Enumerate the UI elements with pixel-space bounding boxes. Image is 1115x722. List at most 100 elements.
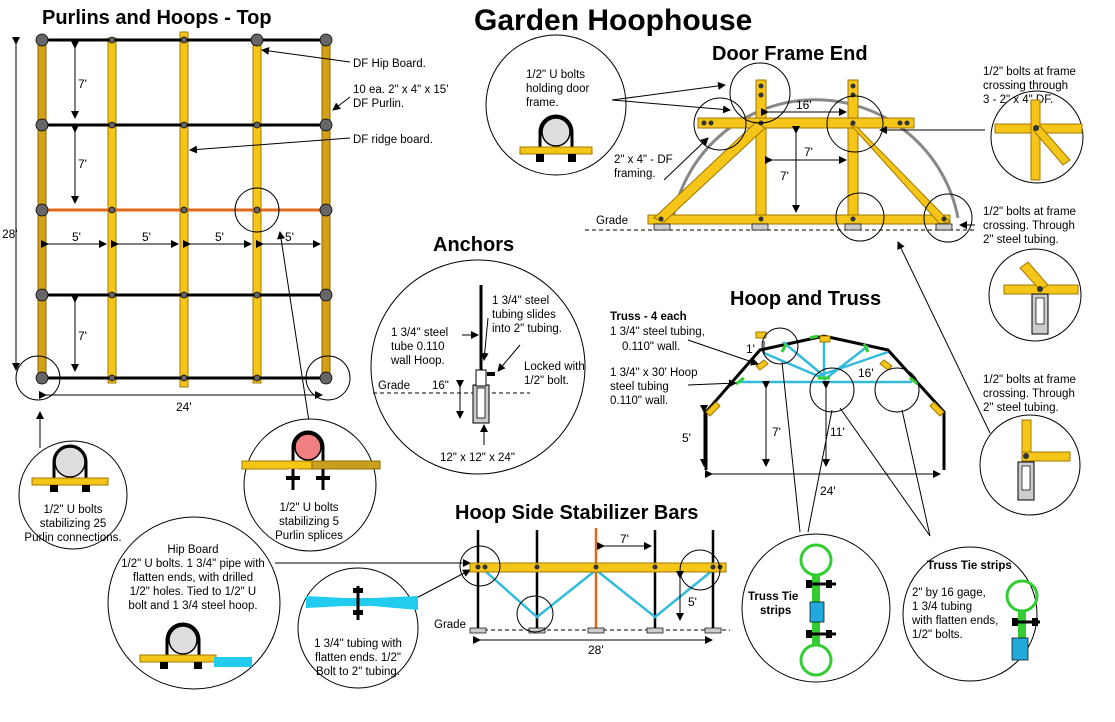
bolts-steel2-line3: 2" steel tubing. <box>983 402 1059 414</box>
stabilizer-drawing <box>459 528 730 644</box>
bolts-3df-line1: 1/2" bolts at frame <box>983 66 1076 78</box>
hip-board-line5: bolt and 1 3/4 steel hoop. <box>128 600 257 612</box>
hip-board-line4: 1/2" holes. Tied to 1/2" U <box>130 586 256 598</box>
label-ridge-board: DF ridge board. <box>353 134 433 146</box>
stabilizer-dim-7ft: 7' <box>620 532 629 546</box>
anchor-slide-line1: 1 3/4" steel <box>492 295 549 307</box>
anchor-tube-line1: 1 3/4" steel <box>391 327 448 339</box>
stabilizer-grade-label: Grade <box>434 619 466 631</box>
anchor-footing-size: 12" x 12" x 24" <box>440 452 515 464</box>
truss-dim-1ft: 1' <box>746 342 755 356</box>
bolts-steel1-detail <box>988 248 1082 342</box>
door-grade-label: Grade <box>596 215 628 227</box>
bolts-steel1-line2: crossing. Through <box>983 220 1075 232</box>
truss-tie-right-line2: 1 3/4 tubing <box>912 601 972 613</box>
door-ubolt-line1: 1/2" U bolts <box>526 69 585 81</box>
stabilizer-dim-5ft: 5' <box>688 595 697 609</box>
dim-7ft-a: 7' <box>78 77 87 91</box>
dim-7ft-c: 7' <box>78 329 87 343</box>
bolts-steel1-line1: 1/2" bolts at frame <box>983 206 1076 218</box>
truss-tie-right-line3: with flatten ends, <box>911 615 998 627</box>
stabilizer-dim-28ft: 28' <box>588 643 604 657</box>
truss-tie-left-detail <box>741 533 891 683</box>
dim-5ft-b: 5' <box>142 230 151 244</box>
truss-spec2-line1: 1 3/4" x 30' Hoop <box>610 367 697 379</box>
ubolt-25-detail <box>18 411 128 550</box>
dim-28ft: 28' <box>2 227 18 241</box>
door-dim-16ft: 16' <box>796 98 812 112</box>
truss-tie-right-line1: 2" by 16 gage, <box>912 587 986 599</box>
anchor-dim-16in: 16" <box>432 380 449 392</box>
label-purlin-spec: 10 ea. 2" x 4" x 15' <box>353 84 448 96</box>
anchor-grade-label: Grade <box>378 380 410 392</box>
hoop-truss-drawing <box>687 327 946 537</box>
ubolt-25-line2: stabilizing 25 <box>40 518 106 530</box>
truss-dim-7ft: 7' <box>772 425 781 439</box>
bolts-3df-detail <box>990 90 1084 184</box>
page-title: Garden Hoophouse <box>474 4 752 37</box>
tubing-flatten-line1: 1 3/4" tubing with <box>314 638 402 650</box>
hip-board-line2: 1/2" U bolts. 1 3/4" pipe with <box>121 558 265 570</box>
tubing-flatten-line3: Bolt to 2" tubing. <box>316 666 400 678</box>
bolts-steel2-line1: 1/2" bolts at frame <box>983 374 1076 386</box>
dim-7ft-b: 7' <box>78 157 87 171</box>
bolts-3df-line2: crossing through <box>983 80 1068 92</box>
anchor-locked-line1: Locked with <box>524 361 585 373</box>
door-ubolt-line3: frame. <box>526 97 559 109</box>
truss-tie-right-title: Truss Tie strips <box>927 560 1012 572</box>
hip-board-line3: flatten ends, with drilled <box>133 572 253 584</box>
hip-board-line1: Hip Board <box>167 544 218 556</box>
door-frame-title: Door Frame End <box>712 43 868 65</box>
tubing-flatten-detail <box>297 567 471 689</box>
truss-spec2-line2: steel tubing <box>610 381 669 393</box>
door-dim-7ft-horizontal: 7' <box>804 145 813 159</box>
truss-dim-5ft: 5' <box>682 431 691 445</box>
bolts-3df-line3: 3 - 2" x 4" DF. <box>983 94 1053 106</box>
anchor-locked-line2: 1/2" bolt. <box>524 375 569 387</box>
dim-5ft-c: 5' <box>215 230 224 244</box>
tubing-flatten-line2: flatten ends. 1/2" <box>315 652 401 664</box>
bolts-steel2-detail <box>979 414 1081 516</box>
df-framing-line1: 2" x 4" - DF <box>614 154 673 166</box>
door-ubolt-detail <box>485 34 627 176</box>
anchor-slide-line2: tubing slides <box>492 309 556 321</box>
anchor-detail <box>370 259 586 475</box>
df-framing-line2: framing. <box>614 168 656 180</box>
ubolt-5-line3: Purlin splices <box>275 530 343 542</box>
truss-spec1-line2: 0.110" wall. <box>622 341 680 353</box>
truss-spec2-line3: 0.110" wall. <box>610 395 668 407</box>
truss-tie-left-line2: strips <box>760 605 791 617</box>
stabilizer-title: Hoop Side Stabilizer Bars <box>455 502 698 524</box>
door-ubolt-line2: holding door <box>526 83 589 95</box>
truss-spec1-line1: 1 3/4" steel tubing, <box>610 326 705 338</box>
truss-dim-24ft: 24' <box>820 484 836 498</box>
truss-dim-16ft: 16' <box>858 366 874 380</box>
hoop-truss-title: Hoop and Truss <box>730 288 881 310</box>
label-purlin-type: DF Purlin. <box>353 98 404 110</box>
dim-5ft-a: 5' <box>72 230 81 244</box>
top-view-title: Purlins and Hoops - Top <box>42 7 272 29</box>
truss-title: Truss - 4 each <box>610 311 687 323</box>
dim-5ft-d: 5' <box>285 230 294 244</box>
ubolt-5-line1: 1/2" U bolts <box>279 502 338 514</box>
ubolt-5-detail <box>241 231 381 552</box>
top-view-plan <box>12 31 351 401</box>
anchors-title: Anchors <box>433 234 514 256</box>
label-hip-board: DF Hip Board. <box>353 58 426 70</box>
dim-24ft: 24' <box>176 400 192 414</box>
truss-tie-right-detail <box>902 546 1040 682</box>
ubolt-25-line3: Purlin connections. <box>24 532 121 544</box>
door-frame-drawing <box>585 62 991 434</box>
bolts-steel1-line3: 2" steel tubing. <box>983 234 1059 246</box>
anchor-tube-line3: wall Hoop. <box>390 355 445 367</box>
truss-dim-11ft: 11' <box>830 425 845 439</box>
bolts-steel2-line2: crossing. Through <box>983 388 1075 400</box>
ubolt-25-line1: 1/2" U bolts <box>43 504 102 516</box>
truss-tie-right-line4: 1/2" bolts. <box>912 629 963 641</box>
anchor-tube-line2: tube 0.110 <box>391 341 445 353</box>
anchor-slide-line3: into 2" tubing. <box>492 323 562 335</box>
hip-board-detail <box>107 516 471 690</box>
ubolt-5-line2: stabilizing 5 <box>279 516 339 528</box>
door-dim-7ft-vertical: 7' <box>780 169 789 183</box>
